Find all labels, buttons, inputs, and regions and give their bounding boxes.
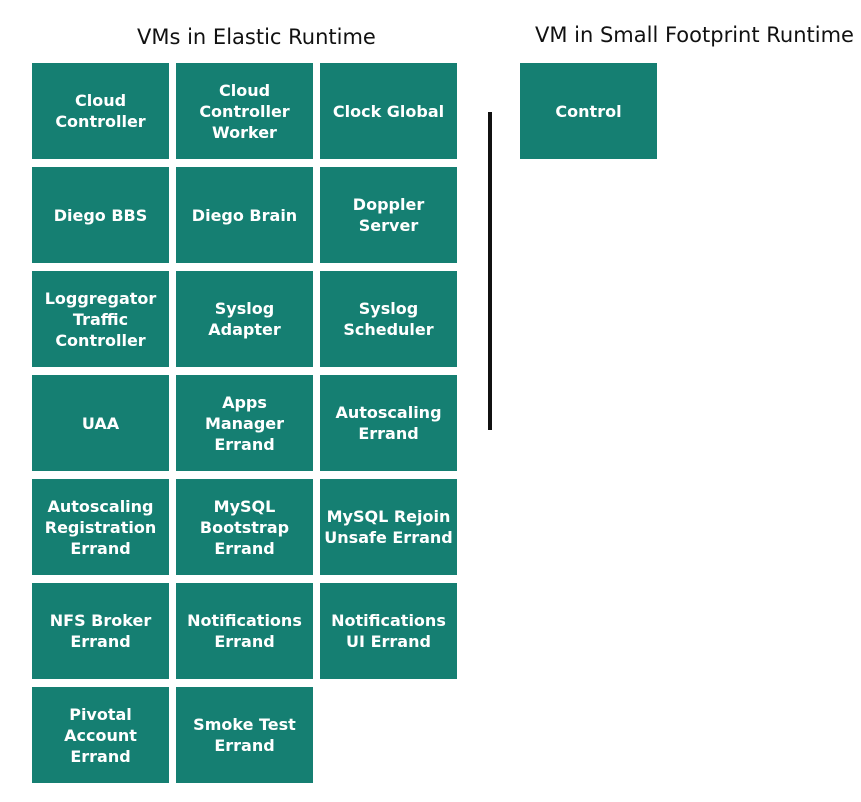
vm-tile-syslog-adapter: Syslog Adapter <box>176 271 313 367</box>
vm-tile-clock-global: Clock Global <box>320 63 457 159</box>
vm-tile-smoke-test-errand: Smoke Test Errand <box>176 687 313 783</box>
vm-tile-mysql-rejoin-unsafe-errand: MySQL Rejoin Unsafe Errand <box>320 479 457 575</box>
vm-tile-pivotal-account-errand: Pivotal Account Errand <box>32 687 169 783</box>
vm-tile-loggregator-traffic-controller: Loggregator Traffic Controller <box>32 271 169 367</box>
vm-tile-autoscaling-errand: Autoscaling Errand <box>320 375 457 471</box>
vm-tile-cloud-controller-worker: Cloud Controller Worker <box>176 63 313 159</box>
vm-tile-notifications-ui-errand: Notifications UI Errand <box>320 583 457 679</box>
vm-tile-diego-bbs: Diego BBS <box>32 167 169 263</box>
vm-tile-syslog-scheduler: Syslog Scheduler <box>320 271 457 367</box>
vm-tile-control: Control <box>520 63 657 159</box>
vm-tile-doppler-server: Doppler Server <box>320 167 457 263</box>
small-footprint-runtime-heading: VM in Small Footprint Runtime <box>535 23 854 47</box>
vm-tile-mysql-bootstrap-errand: MySQL Bootstrap Errand <box>176 479 313 575</box>
vm-tile-uaa: UAA <box>32 375 169 471</box>
vm-tile-diego-brain: Diego Brain <box>176 167 313 263</box>
vm-tile-autoscaling-registration-errand: Autoscaling Registration Errand <box>32 479 169 575</box>
runtime-divider <box>488 112 492 430</box>
vm-tile-cloud-controller: Cloud Controller <box>32 63 169 159</box>
vm-tile-notifications-errand: Notifications Errand <box>176 583 313 679</box>
vm-tile-nfs-broker-errand: NFS Broker Errand <box>32 583 169 679</box>
elastic-runtime-vm-grid: Cloud Controller Cloud Controller Worker… <box>32 63 457 783</box>
elastic-runtime-heading: VMs in Elastic Runtime <box>137 25 376 49</box>
vm-tile-apps-manager-errand: Apps Manager Errand <box>176 375 313 471</box>
